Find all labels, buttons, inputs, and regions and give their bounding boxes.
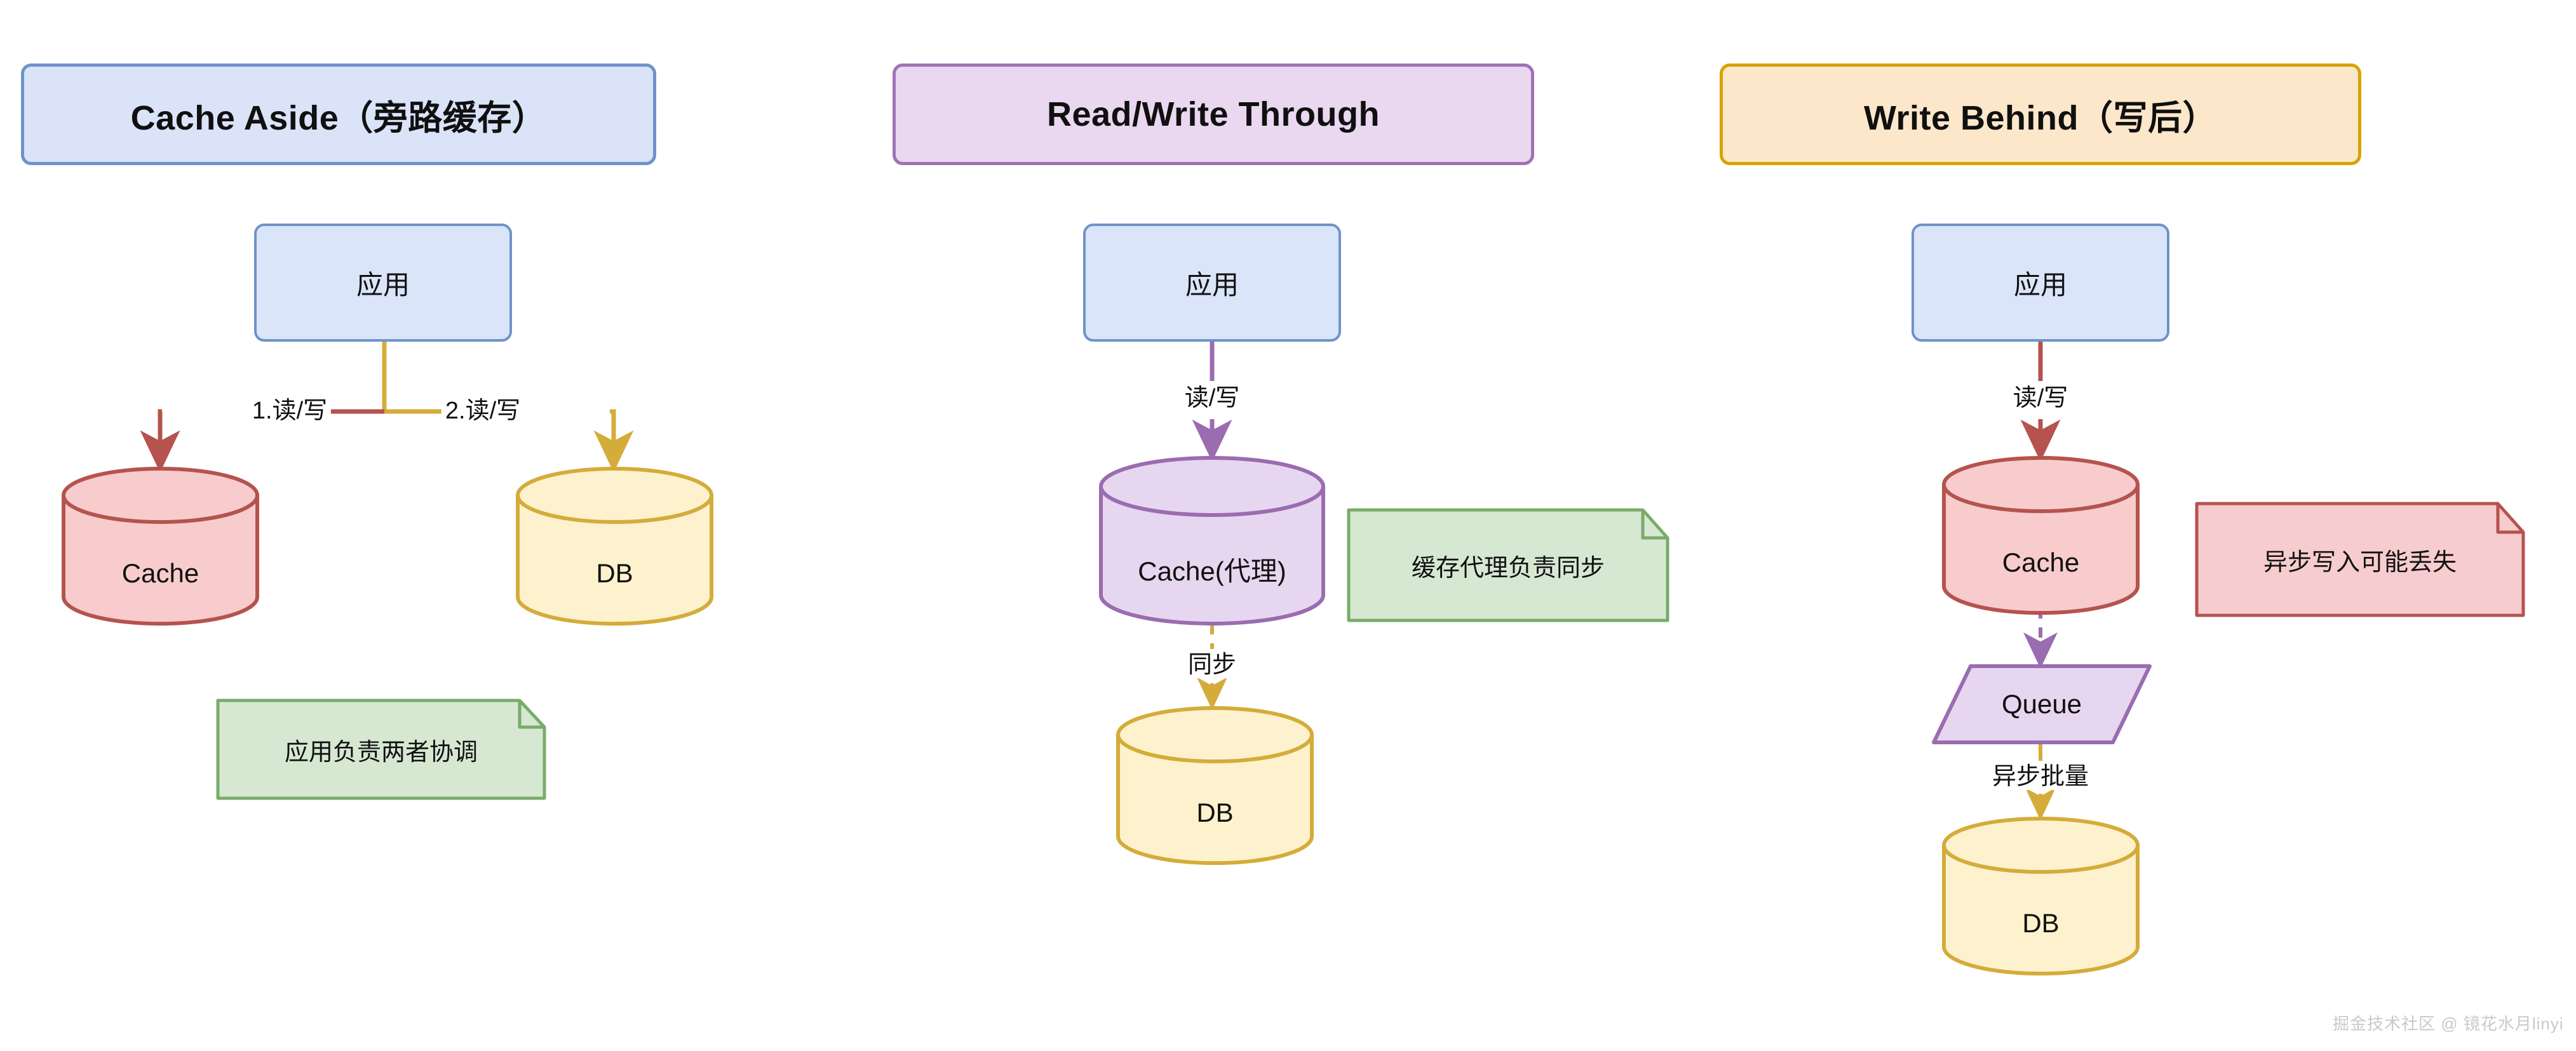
node-db-write-behind[interactable]: DB xyxy=(1941,817,2141,976)
node-queue-write-behind[interactable]: Queue xyxy=(1931,664,2152,745)
edge-label-read-write-through-sync: 同步 xyxy=(1183,652,1241,678)
node-db-cache-aside[interactable]: DB xyxy=(515,467,715,626)
note-write-behind: 异步写入可能丢失 xyxy=(2195,502,2525,617)
edge-label-write-behind-batch: 异步批量 xyxy=(1988,764,2093,790)
edge-label-read-write-2: 2.读/写 xyxy=(441,398,525,424)
edge-label-read-write-1: 1.读/写 xyxy=(248,398,332,424)
watermark: 掘金技术社区 @ 镜花水月linyi xyxy=(2333,1014,2564,1033)
title-banner-read-write-through: Read/Write Through xyxy=(893,64,1534,165)
node-cache-write-behind[interactable]: Cache xyxy=(1941,456,2141,615)
title-banner-write-behind: Write Behind（写后） xyxy=(1720,64,2361,165)
node-cache-proxy-read-write-through[interactable]: Cache(代理) xyxy=(1098,456,1326,626)
node-db-read-write-through[interactable]: DB xyxy=(1115,706,1315,866)
edge-label-read-write-through-rw: 读/写 xyxy=(1180,385,1244,412)
node-app-write-behind[interactable]: 应用 xyxy=(1912,224,2169,342)
node-app-cache-aside[interactable]: 应用 xyxy=(254,224,512,342)
note-read-write-through: 缓存代理负责同步 xyxy=(1347,508,1669,622)
node-cache-cache-aside[interactable]: Cache xyxy=(60,467,260,626)
title-banner-cache-aside: Cache Aside（旁路缓存） xyxy=(21,64,656,165)
edge-label-write-behind-rw: 读/写 xyxy=(2009,385,2072,412)
node-app-read-write-through[interactable]: 应用 xyxy=(1083,224,1341,342)
note-cache-aside: 应用负责两者协调 xyxy=(216,699,546,800)
